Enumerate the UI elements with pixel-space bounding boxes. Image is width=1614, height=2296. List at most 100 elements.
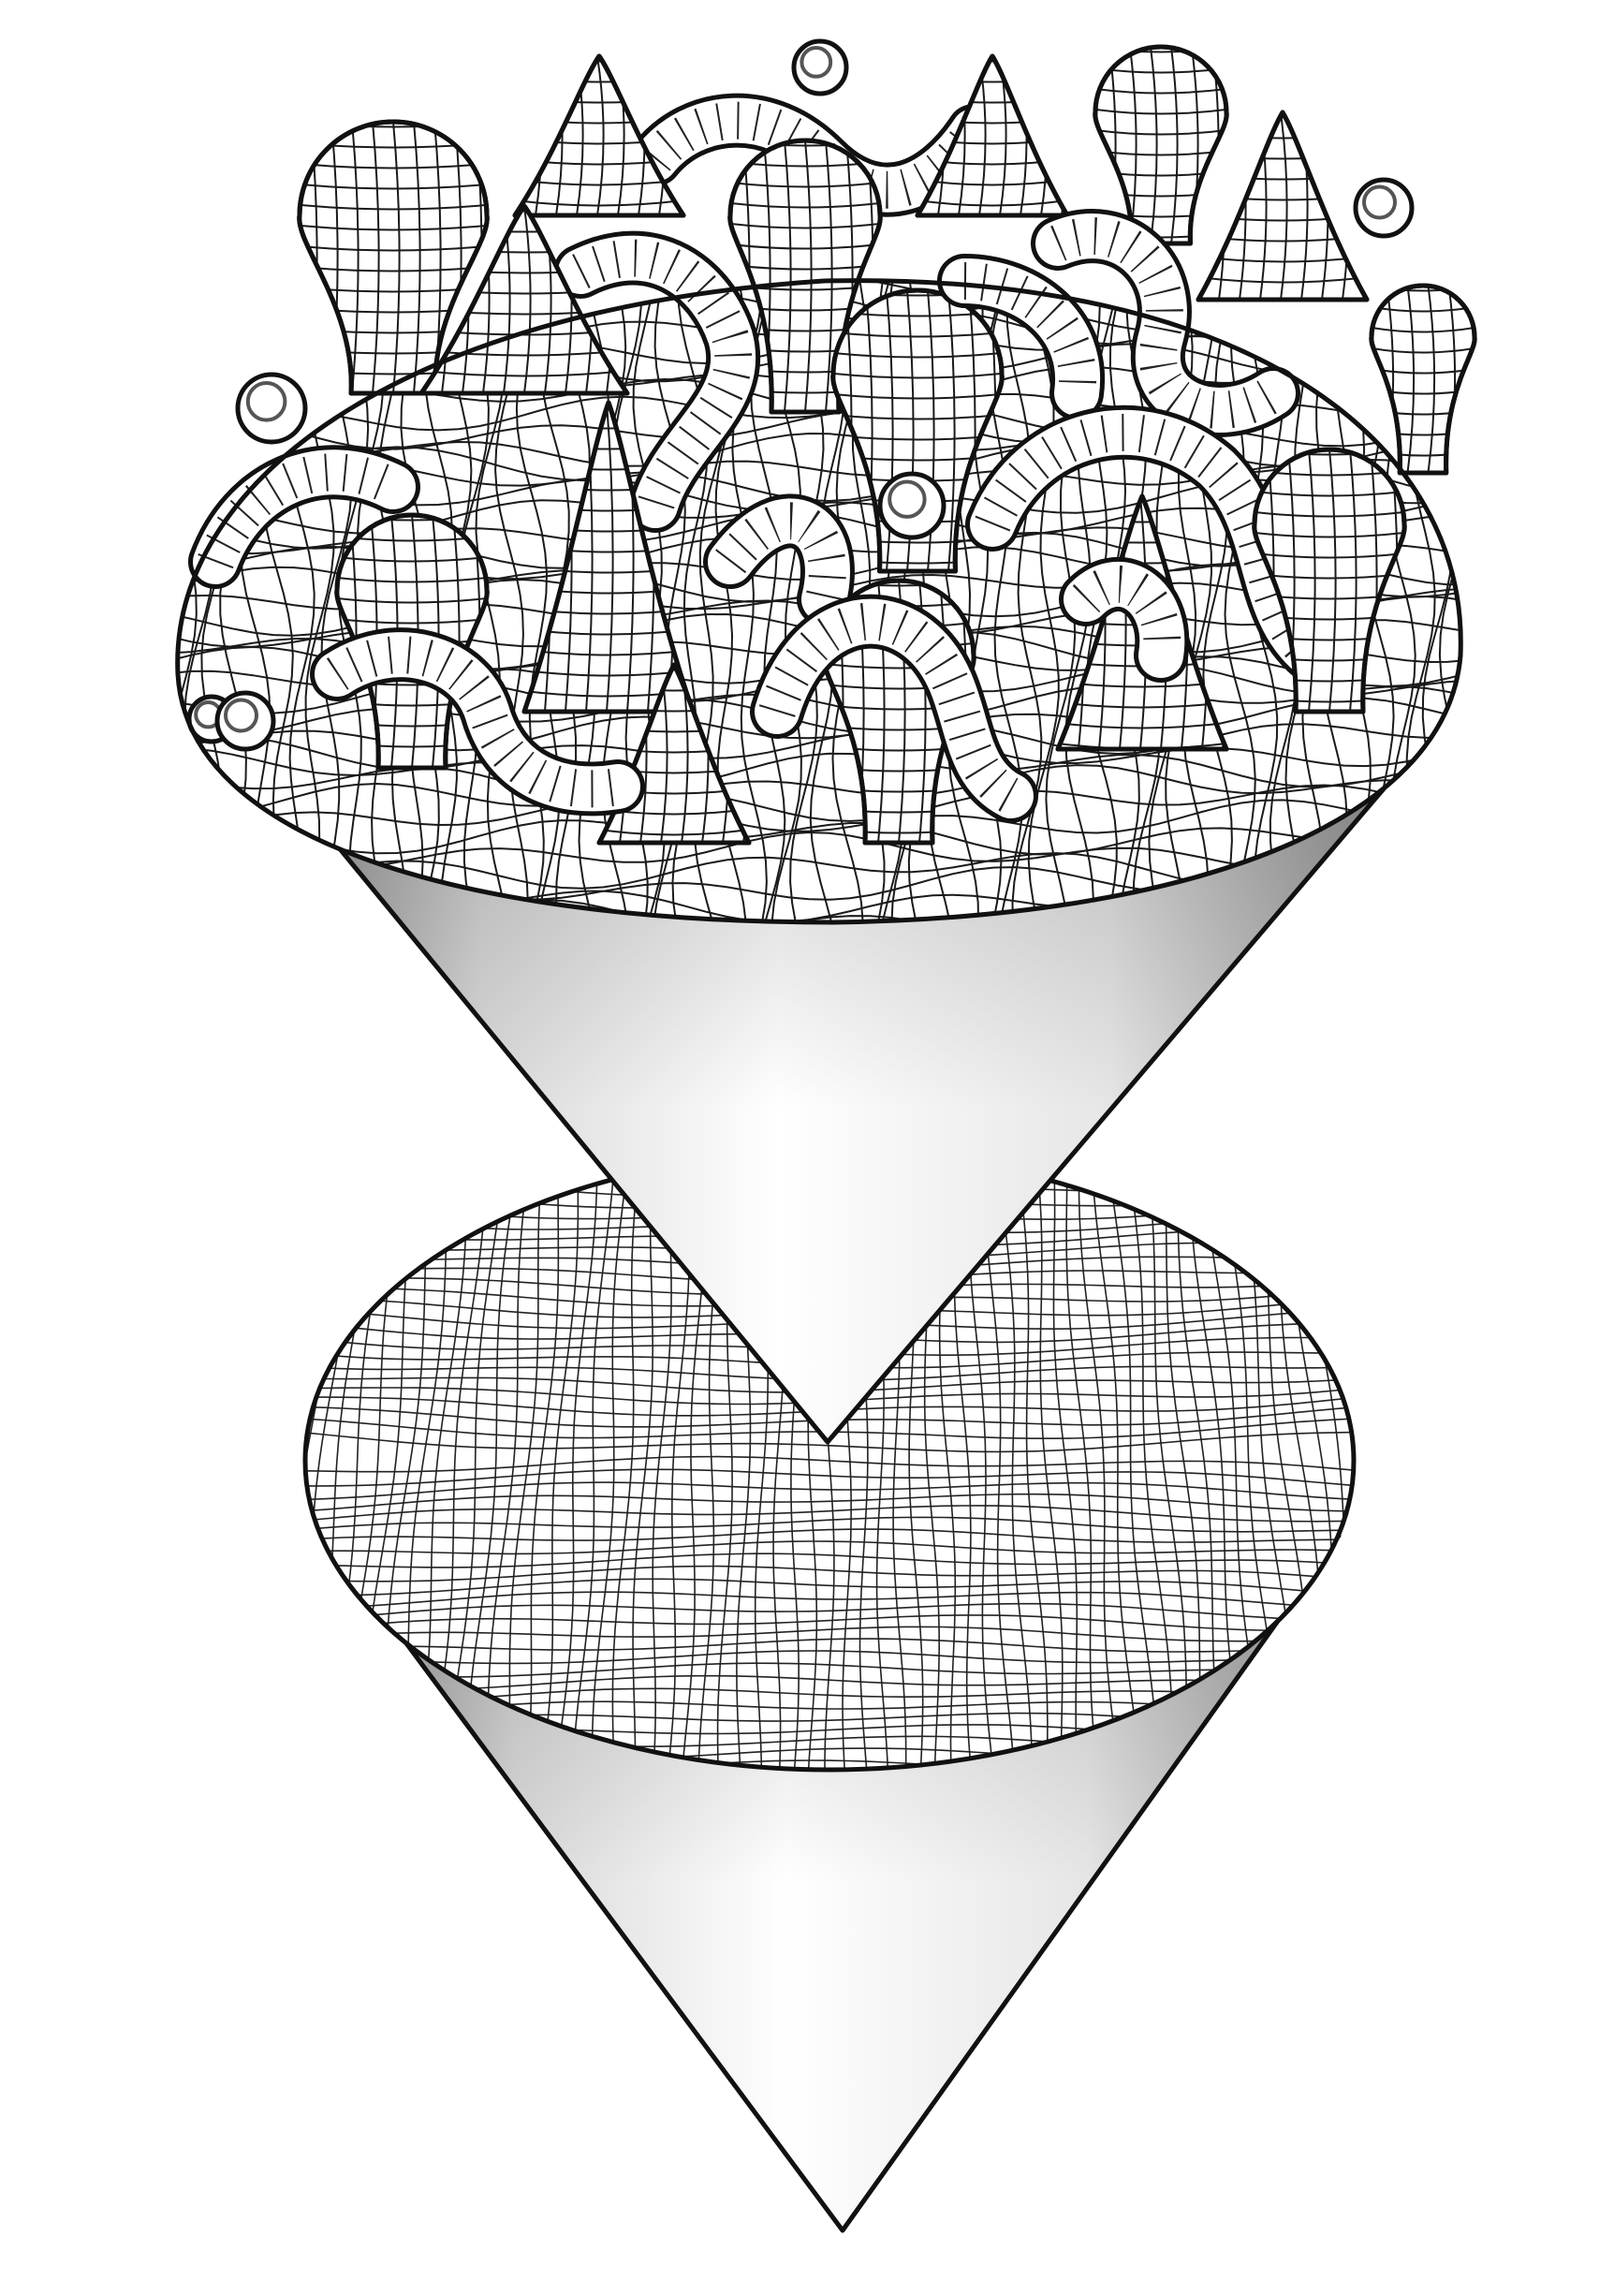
mesh-line: [1254, 490, 1405, 497]
grid-line: [1050, 1152, 1080, 1770]
mesh-line: [299, 183, 488, 190]
mesh-line: [729, 201, 881, 209]
grid-line: [506, 1152, 548, 1770]
sphere-highlight: [888, 479, 927, 519]
bulb-outline: [727, 138, 883, 415]
mesh-line: [947, 290, 956, 571]
grid-line: [611, 1152, 645, 1770]
mesh-line: [599, 829, 749, 836]
grid-line: [1012, 1152, 1049, 1770]
tube-body: [708, 498, 850, 622]
small-sphere: [877, 471, 946, 540]
mesh-line: [1094, 128, 1227, 136]
grid-line: [305, 1638, 1354, 1655]
grid-line: [305, 1553, 1354, 1571]
mesh-line: [1198, 276, 1367, 284]
mesh-line: [1150, 47, 1158, 243]
mesh-line: [515, 199, 683, 207]
mesh-line: [336, 576, 488, 583]
tube-mesh: [572, 239, 753, 512]
small-sphere: [791, 38, 849, 96]
grid-line: [305, 1626, 1354, 1645]
mesh-line: [1308, 449, 1316, 712]
grid-line: [305, 1614, 1354, 1636]
upper-cone-surface: [146, 38, 1532, 925]
small-sphere: [1353, 177, 1415, 239]
grid-line: [995, 1152, 1034, 1770]
grid-line: [177, 730, 1461, 771]
grid-line: [177, 764, 1461, 802]
grid-line: [1065, 1152, 1102, 1770]
grid-line: [305, 1565, 1354, 1586]
grid-line: [305, 1528, 1354, 1545]
mesh-line: [1254, 552, 1405, 559]
mesh-line: [729, 222, 881, 229]
mesh-line: [825, 140, 833, 412]
grid-line: [146, 243, 176, 923]
grid-line: [1360, 1124, 1443, 1798]
spike-outline: [1055, 493, 1229, 752]
mesh-line: [1058, 701, 1226, 709]
spike-outline: [521, 400, 696, 714]
mesh-line: [804, 140, 813, 412]
mesh-line: [290, 122, 297, 393]
grid-line: [305, 1152, 306, 1770]
mesh-line: [1371, 346, 1475, 354]
mesh-line: [606, 403, 614, 712]
bulb-outline: [1093, 44, 1229, 246]
grid-line: [1078, 1152, 1124, 1770]
mesh-line: [1328, 449, 1337, 712]
grid-line: [1502, 243, 1532, 923]
grid-line: [523, 1152, 562, 1770]
mesh-line: [1170, 47, 1179, 243]
grid-line: [1165, 280, 1197, 922]
mesh-line: [729, 243, 881, 250]
tube-body: [315, 632, 640, 812]
mesh-line: [1427, 286, 1436, 473]
spike-peak: [1196, 110, 1370, 302]
grid-line: [305, 1505, 1354, 1526]
grid-line: [305, 1481, 1354, 1503]
spike-outline: [1196, 110, 1370, 302]
grid-line: [305, 1759, 1354, 1770]
grid-line: [1182, 280, 1217, 922]
tube-body: [942, 258, 1101, 416]
mesh-line: [336, 555, 488, 563]
tube-body: [755, 598, 1034, 818]
upper-cone: [278, 774, 1388, 1445]
grid-line: [1104, 1152, 1160, 1770]
grid-line: [537, 1152, 580, 1770]
mesh-line: [784, 140, 792, 412]
bulb-outline: [1369, 283, 1477, 476]
tube-body: [970, 409, 1333, 678]
mesh-line: [886, 290, 894, 571]
tube-mesh: [1050, 217, 1284, 429]
spike-outline: [418, 203, 630, 396]
mesh-line: [1349, 449, 1357, 712]
mesh-line: [523, 206, 532, 393]
grid-line: [1202, 280, 1240, 922]
mesh-line: [1058, 722, 1226, 729]
mesh-line: [1094, 87, 1227, 95]
mesh-line: [1254, 510, 1405, 518]
grid-line: [305, 1427, 1354, 1453]
grid-line: [486, 1152, 536, 1770]
grid-line: [1122, 1152, 1174, 1770]
mesh-line: [1280, 112, 1288, 300]
mesh-line: [299, 203, 488, 211]
small-sphere: [235, 372, 308, 445]
mesh-line: [832, 331, 1003, 338]
tube-body: [1064, 562, 1185, 678]
mesh-line: [299, 224, 488, 231]
grid-line: [632, 1152, 656, 1770]
mesh-line: [392, 122, 401, 393]
small-sphere: [214, 690, 276, 752]
sphere-highlight: [1362, 184, 1397, 220]
mesh-line: [1371, 326, 1475, 333]
grid-line: [570, 1152, 617, 1770]
mesh-line: [299, 244, 488, 252]
mesh-line: [596, 56, 605, 215]
mesh-line: [832, 392, 1003, 400]
mesh-line: [1094, 108, 1227, 115]
